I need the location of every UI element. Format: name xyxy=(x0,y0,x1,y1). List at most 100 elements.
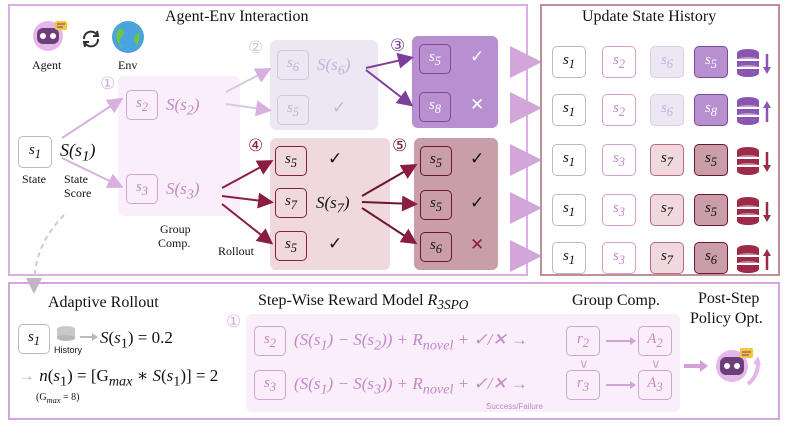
globe-icon xyxy=(110,19,146,60)
history-cell: s3 xyxy=(602,144,636,176)
bottom-step-marker: ① xyxy=(226,312,242,332)
group-comp-area xyxy=(118,76,240,216)
policy-robot-icon xyxy=(712,344,762,393)
step4-check-b: ✓ xyxy=(328,234,343,254)
success-failure-label: Success/Failure xyxy=(486,402,543,411)
group-score-s2: S(s2) xyxy=(166,95,200,119)
state-history-panel xyxy=(540,4,780,276)
history-label: History xyxy=(54,345,83,355)
gmax-note: (Gmax = 8) xyxy=(36,392,80,405)
reward-r3: r3 xyxy=(566,370,600,400)
step2-score-s6: S(s6) xyxy=(317,55,351,79)
reward-a3: A3 xyxy=(638,370,672,400)
history-cell: s8 xyxy=(694,94,728,126)
history-cell: s7 xyxy=(650,144,684,176)
group-comp-title: Group Comp. xyxy=(572,292,660,309)
reward-box-s3: s3 xyxy=(254,370,286,400)
step4-score-s7: S(s7) xyxy=(316,193,350,217)
step2-box-s5: s5 xyxy=(277,95,309,125)
step4-box-s7: s7 xyxy=(275,188,307,218)
state-box-s1: s1 xyxy=(18,136,52,168)
step-marker-5: ⑤ xyxy=(392,136,408,156)
step5-cross: ✕ xyxy=(470,235,485,255)
robot-icon xyxy=(28,18,68,59)
history-cell: s1 xyxy=(552,242,586,274)
step5-check-a: ✓ xyxy=(470,149,485,169)
history-cell: s5 xyxy=(694,194,728,226)
reward-formula-s3: (S(s1) − S(s3)) + Rnovel + ✓/✕ → xyxy=(294,374,528,398)
database-icon xyxy=(56,326,76,347)
step2-check: ✓ xyxy=(332,98,347,118)
history-cell: s1 xyxy=(552,194,586,226)
cycle-icon xyxy=(80,28,102,55)
database-trend-icon xyxy=(736,196,774,231)
agent-label: Agent xyxy=(32,58,62,72)
reward-formula-s2: (S(s1) − S(s2)) + Rnovel + ✓/✕ → xyxy=(294,330,528,354)
history-cell: s7 xyxy=(650,194,684,226)
step3-check: ✓ xyxy=(470,47,485,67)
step5-box-s5-a: s5 xyxy=(420,146,452,176)
history-cell: s2 xyxy=(602,94,636,126)
agent-env-panel xyxy=(8,4,528,276)
step-marker-4: ④ xyxy=(248,136,264,156)
step2-area xyxy=(270,40,378,130)
history-arrow xyxy=(80,333,98,341)
env-label: Env xyxy=(118,58,138,72)
history-cell: s1 xyxy=(552,144,586,176)
reward-area xyxy=(246,314,680,412)
step5-check-b: ✓ xyxy=(470,193,485,213)
bottom-panel xyxy=(8,282,780,420)
history-cell: s3 xyxy=(602,242,636,274)
step4-box-s5-a: s5 xyxy=(275,146,307,176)
step-marker-1: ① xyxy=(100,74,116,94)
step5-box-s5-b: s5 xyxy=(420,190,452,220)
post-step-title-1: Post-Step xyxy=(698,290,760,307)
group-box-s2: s2 xyxy=(126,90,158,120)
history-cell: s5 xyxy=(694,144,728,176)
reward-model-title: Step-Wise Reward Model R3SPO xyxy=(258,292,469,313)
bottom-box-s1: s1 xyxy=(18,324,50,354)
history-cell: s6 xyxy=(650,94,684,126)
n-equation: → n(s1) = [Gmax ∗ S(s1)] = 2 xyxy=(18,366,219,390)
step-marker-3: ③ xyxy=(390,36,406,56)
state-label: State xyxy=(22,172,46,186)
step3-cross: ✕ xyxy=(470,95,485,115)
score-equation: S(s1) = 0.2 xyxy=(100,328,173,352)
state-score: S(s1) xyxy=(60,140,96,165)
group-score-s3: S(s3) xyxy=(166,179,200,203)
history-cell: s3 xyxy=(602,194,636,226)
reward-box-s2: s2 xyxy=(254,326,286,356)
history-cell: s6 xyxy=(694,242,728,274)
database-trend-icon xyxy=(736,48,774,83)
history-cell: s2 xyxy=(602,46,636,78)
history-cell: s1 xyxy=(552,46,586,78)
group-comp-label-1: Group xyxy=(160,222,191,236)
agent-env-title: Agent-Env Interaction xyxy=(165,8,309,25)
post-step-title-2: Policy Opt. xyxy=(690,310,763,327)
state-score-label-1: State xyxy=(64,172,88,186)
step4-box-s5-b: s5 xyxy=(275,231,307,261)
history-cell: s5 xyxy=(694,46,728,78)
step3-box-s8: s8 xyxy=(419,92,451,122)
state-history-title: Update State History xyxy=(582,8,717,25)
database-trend-icon xyxy=(736,96,774,131)
step-marker-2: ② xyxy=(248,38,264,58)
step4-check-a: ✓ xyxy=(328,149,343,169)
history-cell: s1 xyxy=(552,94,586,126)
step5-box-s6: s6 xyxy=(420,232,452,262)
reward-r2: r2 xyxy=(566,326,600,356)
reward-a2: A2 xyxy=(638,326,672,356)
adaptive-rollout-title: Adaptive Rollout xyxy=(48,294,159,311)
step3-box-s5: s5 xyxy=(419,44,451,74)
database-trend-icon xyxy=(736,244,774,279)
rollout-label: Rollout xyxy=(218,244,255,258)
database-trend-icon xyxy=(736,146,774,181)
history-cell: s7 xyxy=(650,242,684,274)
group-box-s3: s3 xyxy=(126,174,158,204)
state-score-label-2: Score xyxy=(64,186,92,200)
history-cell: s6 xyxy=(650,46,684,78)
step5-area xyxy=(414,138,498,270)
group-comp-label-2: Comp. xyxy=(158,236,191,250)
step3-area xyxy=(412,36,498,128)
step2-box-s6: s6 xyxy=(277,50,309,80)
